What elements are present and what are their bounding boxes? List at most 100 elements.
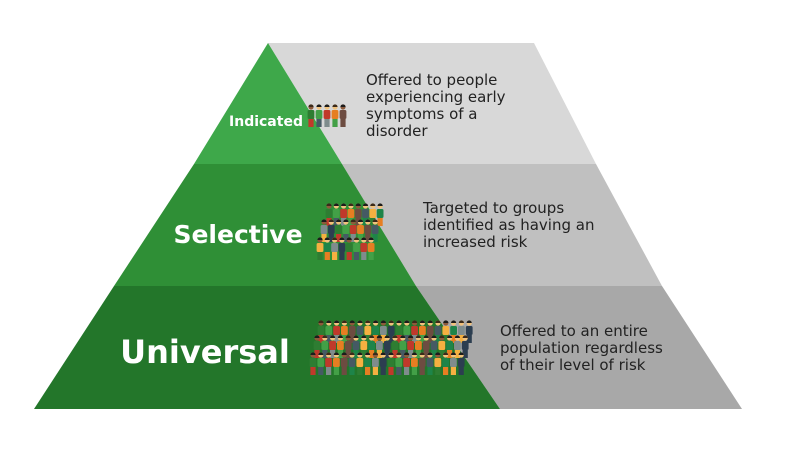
- person-icon: [317, 320, 325, 343]
- person-icon: [307, 104, 315, 127]
- person-icon: [329, 335, 336, 358]
- person-icon: [411, 352, 418, 375]
- person-icon: [367, 237, 375, 260]
- person-icon: [387, 352, 395, 375]
- person-icon: [380, 320, 387, 343]
- person-icon: [331, 237, 338, 260]
- universal-people-illustration: [309, 320, 473, 375]
- tier-label-indicated: Indicated: [229, 114, 303, 130]
- person-icon: [399, 335, 407, 358]
- person-icon: [321, 335, 329, 358]
- person-icon: [320, 219, 328, 242]
- universal-gray-band: [416, 286, 742, 409]
- person-icon: [339, 104, 347, 127]
- person-icon: [372, 320, 379, 343]
- person-icon: [323, 237, 331, 260]
- person-icon: [407, 335, 414, 358]
- person-icon: [422, 335, 430, 358]
- person-icon: [430, 335, 438, 358]
- person-icon: [434, 352, 442, 375]
- person-icon: [360, 237, 368, 260]
- person-icon: [364, 320, 372, 343]
- person-icon: [344, 335, 352, 358]
- person-icon: [454, 335, 461, 358]
- person-icon: [364, 352, 371, 375]
- person-icon: [348, 320, 356, 343]
- person-icon: [364, 219, 372, 242]
- person-icon: [353, 237, 360, 260]
- person-icon: [323, 104, 331, 127]
- description-line: increased risk: [423, 233, 528, 252]
- person-icon: [349, 219, 357, 242]
- description-line: symptoms of a: [366, 105, 478, 124]
- indicated-description: Offered to people experiencing early sym…: [366, 71, 506, 141]
- person-icon: [337, 335, 344, 358]
- person-icon: [372, 352, 379, 375]
- universal-description: Offered to an entire population regardle…: [500, 322, 663, 375]
- person-icon: [426, 320, 434, 343]
- person-icon: [368, 335, 375, 358]
- person-icon: [340, 352, 348, 375]
- person-icon: [313, 335, 321, 358]
- person-icon: [317, 352, 325, 375]
- person-icon: [376, 335, 383, 358]
- person-icon: [395, 320, 403, 343]
- person-icon: [450, 320, 457, 343]
- person-icon: [411, 320, 418, 343]
- person-icon: [327, 219, 335, 242]
- person-icon: [352, 335, 360, 358]
- selective-description: Targeted to groups identified as having …: [423, 199, 595, 252]
- person-icon: [356, 320, 364, 343]
- person-icon: [458, 320, 465, 343]
- description-line: identified as having an: [423, 216, 595, 235]
- person-icon: [357, 219, 364, 242]
- person-icon: [325, 352, 332, 375]
- person-icon: [465, 320, 473, 343]
- person-icon: [391, 335, 399, 358]
- person-icon: [434, 320, 442, 343]
- person-icon: [457, 352, 465, 375]
- description-line: population regardless: [500, 339, 663, 358]
- person-icon: [325, 320, 333, 343]
- person-icon: [418, 352, 426, 375]
- person-icon: [333, 352, 340, 375]
- description-line: Offered to people: [366, 71, 498, 89]
- description-line: Targeted to groups: [423, 199, 565, 217]
- description-line: of their level of risk: [500, 356, 646, 375]
- person-icon: [403, 352, 410, 375]
- person-icon: [446, 335, 453, 358]
- person-icon: [309, 352, 317, 375]
- indicated-green-band: [194, 43, 342, 164]
- indicated-gray-band: [268, 43, 596, 164]
- person-icon: [415, 335, 422, 358]
- person-icon: [376, 203, 384, 226]
- person-icon: [348, 352, 356, 375]
- person-icon: [342, 219, 350, 242]
- person-icon: [335, 219, 342, 242]
- person-icon: [315, 104, 323, 127]
- person-icon: [379, 352, 387, 375]
- description-line: disorder: [366, 122, 428, 141]
- person-icon: [333, 320, 340, 343]
- person-icon: [395, 352, 403, 375]
- person-icon: [442, 352, 449, 375]
- person-icon: [371, 219, 379, 242]
- person-icon: [345, 237, 353, 260]
- person-icon: [450, 352, 457, 375]
- selective-gray-band: [342, 164, 662, 286]
- person-icon: [356, 352, 364, 375]
- person-icon: [341, 320, 348, 343]
- person-icon: [419, 320, 426, 343]
- person-icon: [426, 352, 434, 375]
- person-icon: [442, 320, 450, 343]
- person-icon: [360, 335, 368, 358]
- person-icon: [316, 237, 324, 260]
- tier-label-selective: Selective: [173, 220, 302, 249]
- selective-people-illustration: [316, 203, 384, 260]
- person-icon: [438, 335, 446, 358]
- universal-green-band: [34, 286, 500, 409]
- person-icon: [387, 320, 395, 343]
- person-icon: [403, 320, 411, 343]
- person-icon: [331, 104, 339, 127]
